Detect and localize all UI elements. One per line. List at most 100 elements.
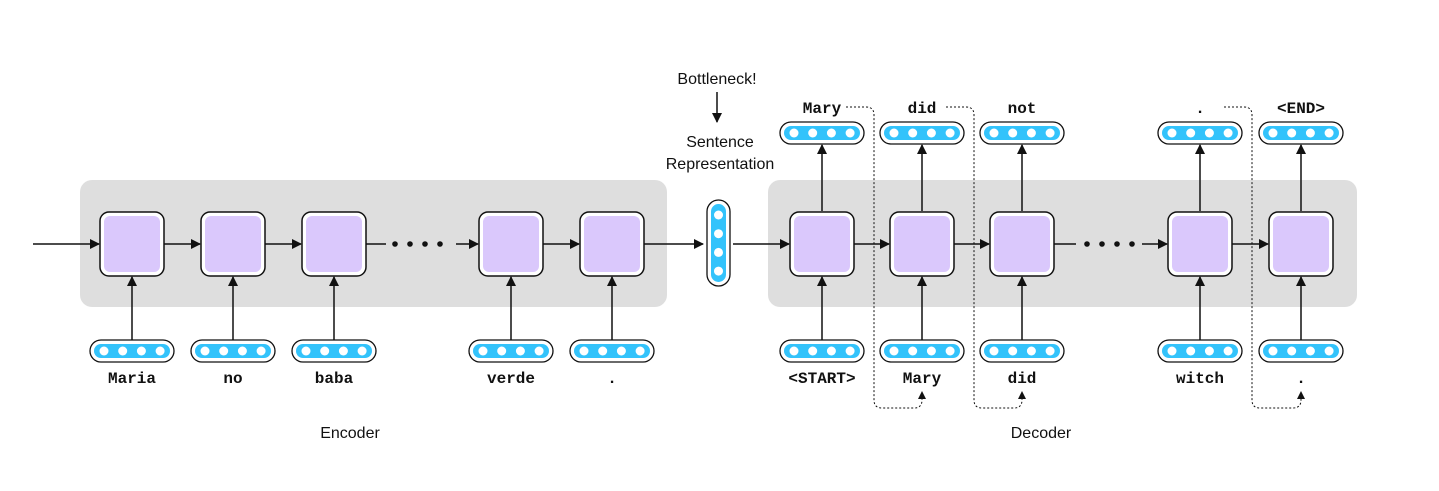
decoder-input-vector	[1157, 339, 1243, 363]
vector-unit	[1268, 346, 1278, 356]
vector-unit	[99, 346, 109, 356]
vector-unit	[237, 346, 247, 356]
vector-unit	[598, 346, 608, 356]
decoder-output-vector	[1157, 121, 1243, 145]
decoder-output-word: Mary	[803, 100, 842, 118]
decoder-input-vector	[879, 339, 965, 363]
vector-unit	[1045, 346, 1055, 356]
decoder-input-word: witch	[1176, 370, 1224, 388]
vector-unit	[826, 346, 836, 356]
cell-fill	[894, 216, 950, 272]
decoder-output-vector	[979, 121, 1065, 145]
rnn-cell	[200, 211, 266, 277]
ellipsis-dot	[1129, 241, 1135, 247]
cell-fill	[483, 216, 539, 272]
vector-unit	[579, 346, 589, 356]
feedback-dotted-arrow	[1224, 106, 1305, 409]
vector-unit	[256, 346, 266, 356]
vector-unit	[616, 346, 626, 356]
ellipsis-dot	[407, 241, 413, 247]
vector-unit	[534, 346, 544, 356]
encoder-input-word: verde	[487, 370, 535, 388]
encoder-label: Encoder	[320, 425, 380, 442]
vector-unit	[808, 128, 818, 138]
vector-fill	[296, 344, 372, 358]
encoder-input-word: .	[607, 370, 617, 388]
vector-unit	[789, 346, 799, 356]
encoder-input-vector	[569, 339, 655, 363]
decoder-input-vector	[779, 339, 865, 363]
decoder-output-word: did	[908, 100, 937, 118]
vector-unit	[1186, 346, 1196, 356]
vector-unit	[1287, 128, 1297, 138]
vector-fill	[473, 344, 549, 358]
ellipsis-dot	[422, 241, 428, 247]
vector-unit	[989, 128, 999, 138]
sentence-representation-label-line2: Representation	[666, 156, 775, 173]
vector-unit	[1167, 128, 1177, 138]
vector-fill	[984, 126, 1060, 140]
vector-unit	[1268, 128, 1278, 138]
vector-unit	[320, 346, 330, 356]
vector-unit	[1008, 346, 1018, 356]
vector-unit	[826, 128, 836, 138]
cell-fill	[994, 216, 1050, 272]
vector-unit	[845, 346, 855, 356]
vector-fill	[784, 344, 860, 358]
rnn-cell	[989, 211, 1055, 277]
vector-unit	[926, 128, 936, 138]
cell-fill	[205, 216, 261, 272]
vector-unit	[945, 346, 955, 356]
vector-unit	[889, 346, 899, 356]
vector-fill	[195, 344, 271, 358]
vector-fill	[574, 344, 650, 358]
vector-unit	[789, 128, 799, 138]
decoder-label: Decoder	[1011, 425, 1072, 442]
rnn-cell	[301, 211, 367, 277]
feedback-dotted-arrow	[946, 106, 1026, 409]
cell-fill	[1273, 216, 1329, 272]
vector-unit	[714, 247, 723, 257]
encoder-input-word: no	[223, 370, 242, 388]
vector-unit	[1026, 346, 1036, 356]
sentence-representation-vector	[706, 199, 731, 287]
vector-unit	[1305, 128, 1315, 138]
vector-unit	[219, 346, 229, 356]
bottleneck-label: Bottleneck!	[677, 71, 756, 88]
vector-unit	[1026, 128, 1036, 138]
vector-fill	[1263, 344, 1339, 358]
vector-unit	[1008, 128, 1018, 138]
ellipsis-dot	[392, 241, 398, 247]
ellipsis-dot	[437, 241, 443, 247]
decoder-output-vector	[879, 121, 965, 145]
vector-unit	[908, 128, 918, 138]
vector-unit	[714, 229, 723, 239]
vector-unit	[926, 346, 936, 356]
sentence-representation-label-line1: Sentence	[686, 134, 754, 151]
vector-unit	[714, 266, 723, 276]
encoder-input-vector	[190, 339, 276, 363]
cell-fill	[584, 216, 640, 272]
vector-fill	[984, 344, 1060, 358]
rnn-cell	[478, 211, 544, 277]
vector-fill	[884, 126, 960, 140]
encoder-input-word: Maria	[108, 370, 156, 388]
rnn-cell	[579, 211, 645, 277]
vector-fill	[711, 204, 726, 282]
vector-unit	[497, 346, 507, 356]
cell-fill	[306, 216, 362, 272]
vector-unit	[1305, 346, 1315, 356]
vector-unit	[1223, 346, 1233, 356]
vector-unit	[118, 346, 128, 356]
vector-unit	[301, 346, 311, 356]
rnn-cell	[1268, 211, 1334, 277]
encoder-input-vector	[291, 339, 377, 363]
rnn-cell	[889, 211, 955, 277]
encoder-input-word: baba	[315, 370, 354, 388]
vector-unit	[945, 128, 955, 138]
vector-unit	[1204, 128, 1214, 138]
rnn-cell	[99, 211, 165, 277]
cell-fill	[794, 216, 850, 272]
vector-unit	[136, 346, 146, 356]
vector-unit	[808, 346, 818, 356]
